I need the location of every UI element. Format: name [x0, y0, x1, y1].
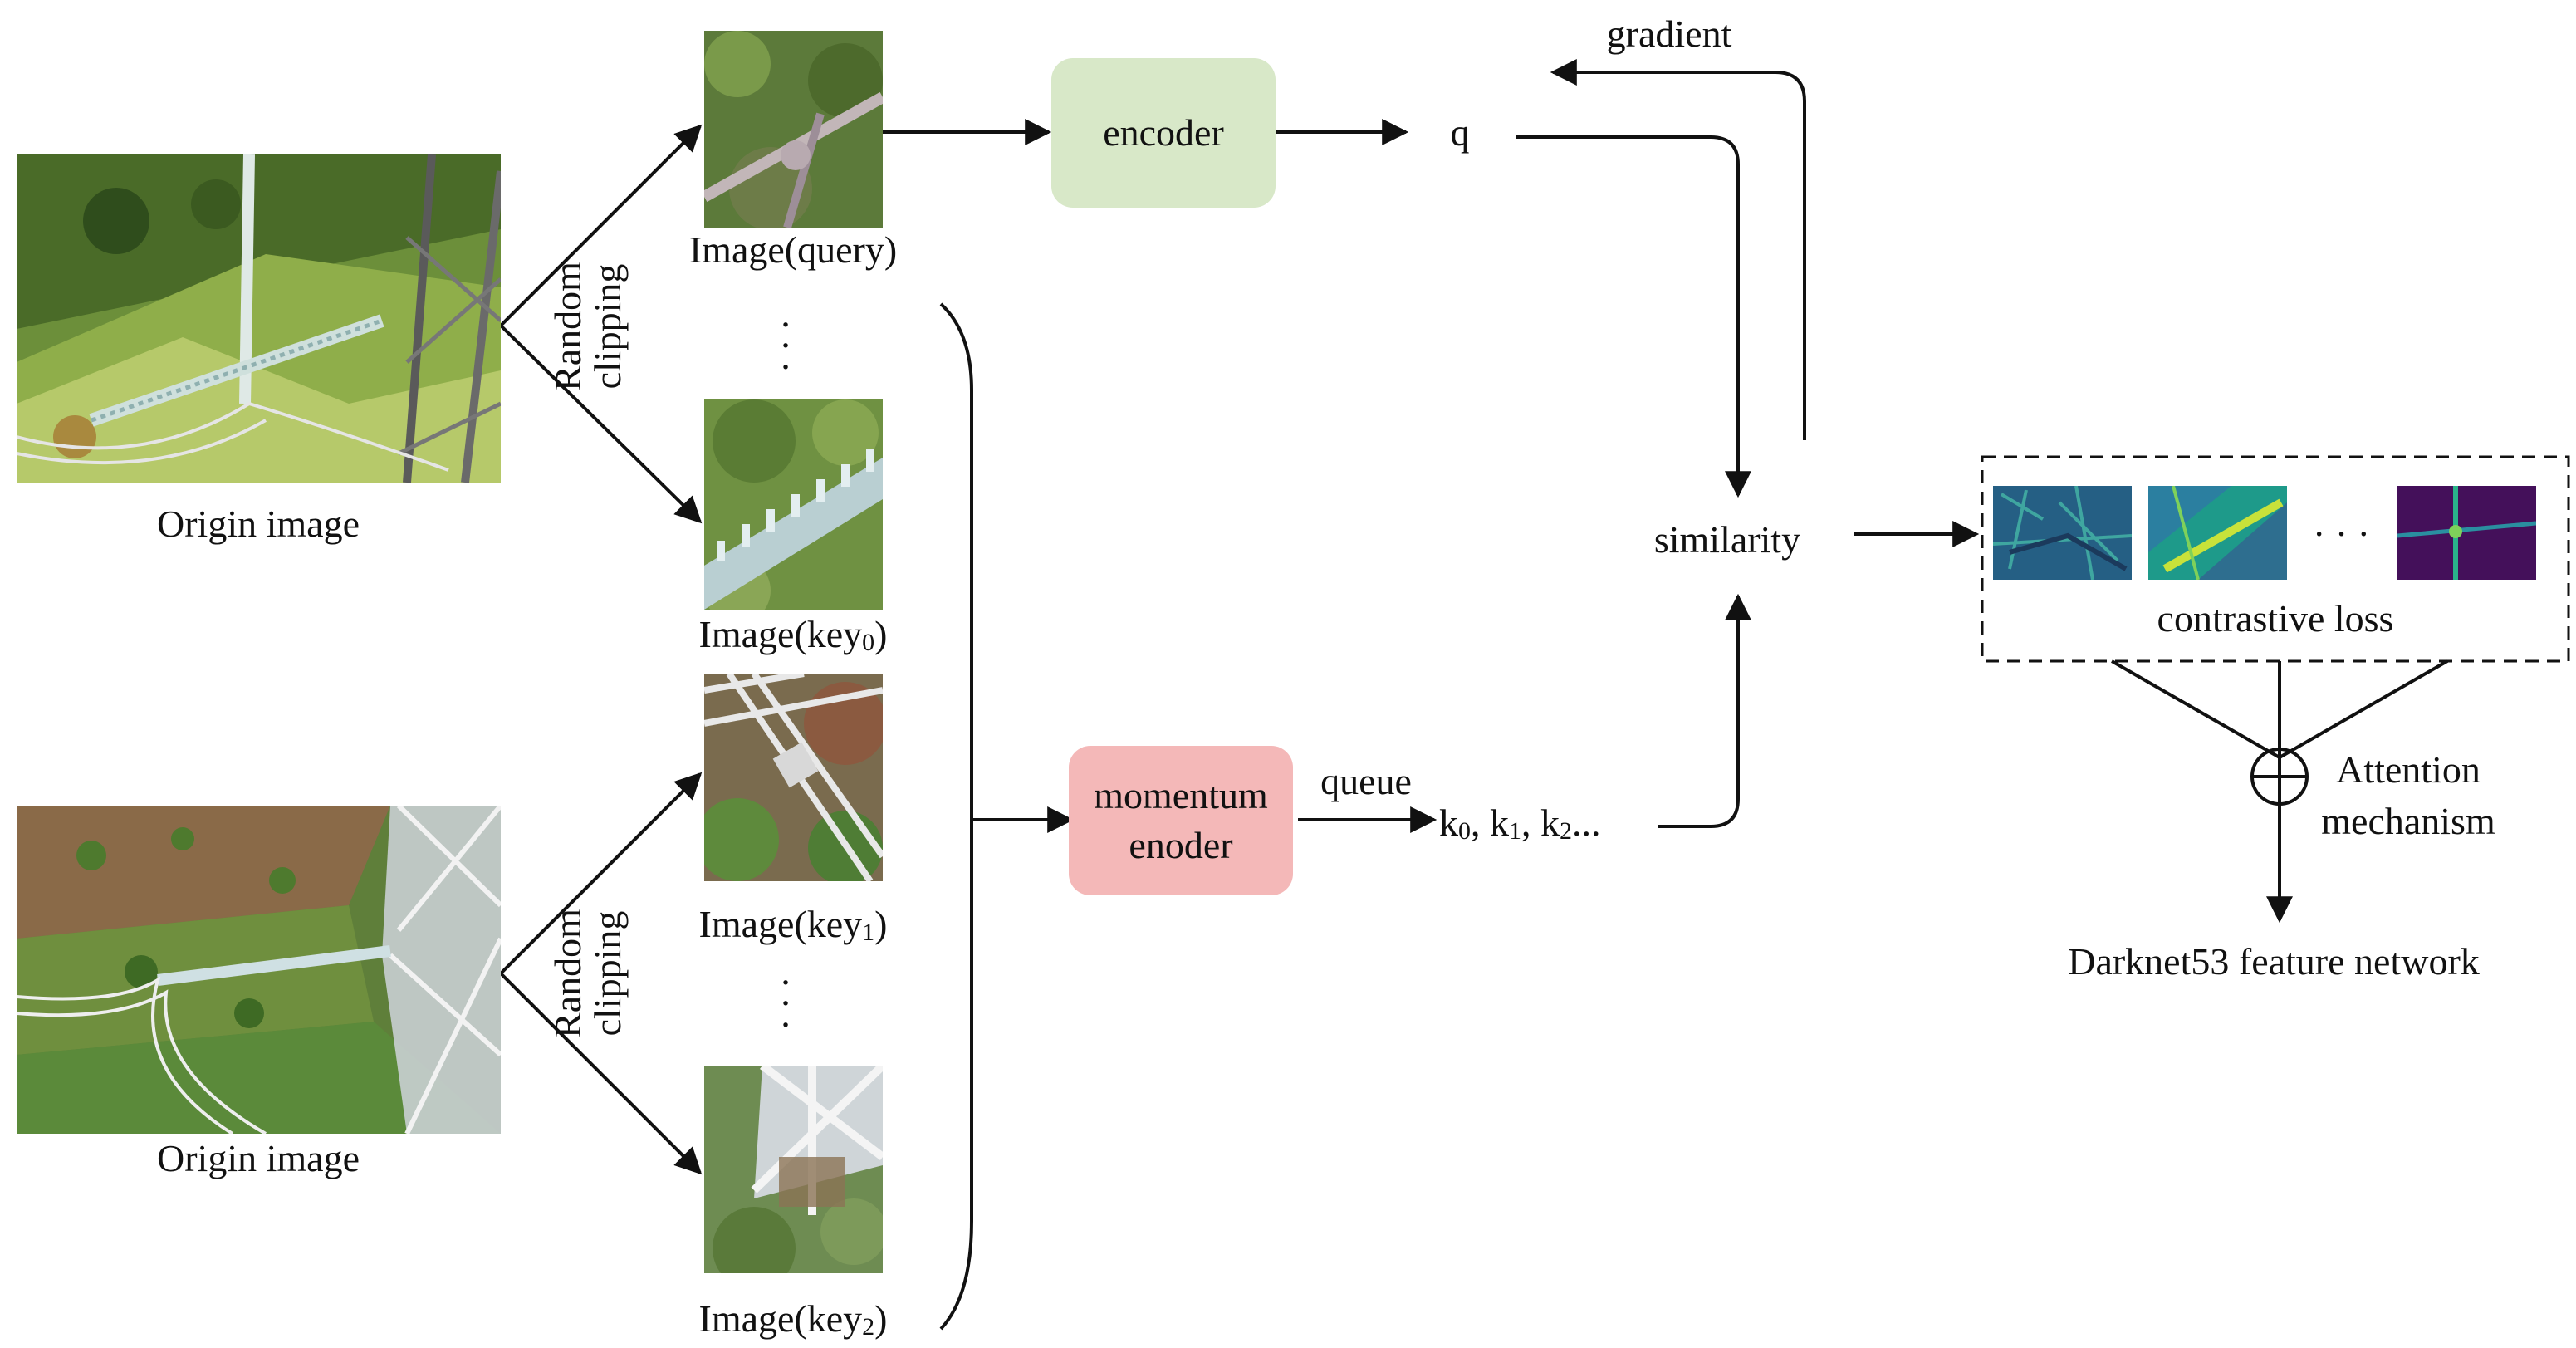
origin-image-bottom-label: Origin image: [157, 1137, 360, 1179]
random-clipping-label-top: Random clipping: [546, 262, 629, 391]
origin-image-bottom: [17, 806, 501, 1134]
crop-query-label: Image(query): [688, 228, 898, 271]
attention-label: Attention mechanism: [2321, 748, 2495, 843]
encoder-box: encoder: [1051, 58, 1276, 208]
feature-map-2: [2148, 486, 2287, 580]
output-label: Darknet53 feature network: [2068, 940, 2480, 983]
q-to-similarity-arrow: [1516, 135, 1751, 498]
contrastive-loss-box: [1981, 455, 2570, 663]
crop-key2-label: Image(key2): [698, 1297, 888, 1341]
split-arrow-key1: [499, 772, 703, 975]
momentum-encoder-box: momentum enoder: [1069, 746, 1293, 895]
split-arrow-key0: [499, 324, 703, 524]
loss-to-attention-line-right: [2279, 659, 2448, 759]
crop-query-image: [704, 31, 883, 228]
contrastive-loss-label: contrastive loss: [2157, 597, 2394, 640]
origin-image-top-label: Origin image: [157, 502, 360, 545]
crop-key0-image: [704, 399, 883, 610]
feature-map-1: [1993, 486, 2132, 580]
similarity-label: similarity: [1653, 518, 1801, 561]
gradient-arrow: [1550, 59, 1806, 440]
query-keys-ellipsis: ···: [779, 303, 792, 388]
q-label: q: [1450, 111, 1470, 154]
feature-map-3: [2397, 486, 2536, 580]
gradient-label: gradient: [1606, 12, 1732, 55]
crop-key1-label: Image(key1): [698, 903, 888, 946]
key-group-brace: [939, 302, 973, 1331]
split-arrow-key2: [499, 972, 703, 1175]
queue-label: queue: [1320, 760, 1412, 802]
random-clipping-label-bottom: Random clipping: [546, 909, 629, 1038]
origin-image-top: [17, 154, 501, 483]
crop-key0-label: Image(key0): [698, 613, 888, 656]
keys-label: k0, k1, k2...: [1439, 801, 1601, 845]
keys-to-similarity-arrow: [1658, 593, 1751, 828]
split-arrow-query: [499, 124, 703, 327]
feature-maps-ellipsis: · · ·: [2313, 512, 2370, 555]
crop-key2-image: [704, 1066, 883, 1273]
loss-to-attention-line-left: [2111, 659, 2280, 759]
keys-ellipsis: ···: [779, 961, 792, 1046]
crop-key1-image: [704, 674, 883, 881]
